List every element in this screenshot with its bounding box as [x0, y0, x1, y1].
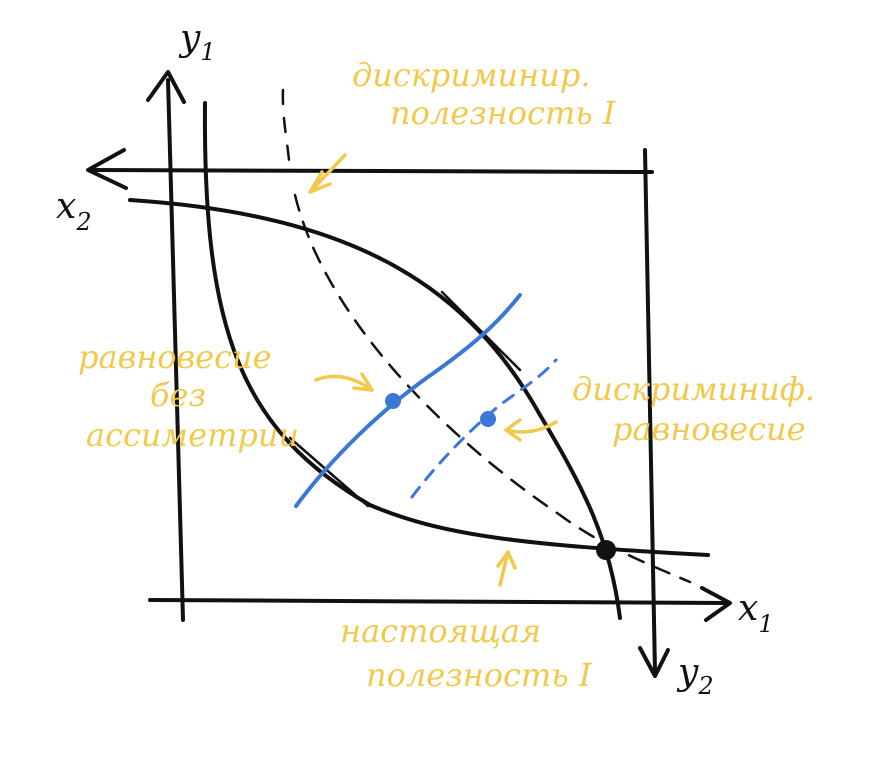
discriminating-equilibrium-label-line2: равновесие	[612, 410, 806, 448]
blue-discriminating-line-dashed	[410, 358, 558, 499]
tangent-line-lower	[288, 436, 370, 508]
endowment-point	[596, 540, 616, 560]
discriminating-utility-label-line1: дискриминир.	[352, 56, 591, 94]
y2-axis	[643, 148, 657, 674]
y1-axis-label: y1	[178, 18, 216, 66]
contract-curve-dashed	[293, 193, 692, 584]
discriminating-utility-curve-dashed	[281, 88, 291, 162]
x1-axis	[148, 598, 730, 605]
y1-axis-arrowhead	[146, 70, 186, 104]
annotation-arrows	[308, 153, 558, 587]
tangent-line-upper	[440, 290, 522, 372]
equilibrium-no-asymmetry-label-line3: ассиметрии	[86, 416, 299, 454]
x1-axis-label: x1	[738, 588, 774, 638]
box-frame	[86, 70, 732, 678]
arrow-to-equilibrium-no-asymmetry	[314, 372, 374, 392]
x2-axis	[88, 168, 654, 174]
true-utility-label-line1: настоящая	[340, 612, 541, 650]
x1-axis-arrowhead	[700, 586, 732, 622]
arrow-to-true-utility	[496, 550, 517, 587]
axis-labels: y1 x2 x1 y2	[56, 18, 774, 700]
curves	[128, 88, 710, 620]
discriminating-equilibrium-point	[480, 411, 496, 427]
blue-equilibrium-line	[294, 293, 522, 508]
indifference-curve-2	[128, 198, 622, 620]
discriminating-utility-label-line2: полезность I	[390, 94, 617, 132]
discriminating-equilibrium-label-line1: дискриминиф.	[572, 370, 815, 408]
points	[385, 393, 616, 560]
x2-axis-arrowhead	[86, 148, 128, 190]
equilibrium-no-asymmetry-label-line1: равновесие	[78, 338, 272, 376]
y2-axis-label: y2	[676, 652, 714, 700]
y2-axis-arrowhead	[638, 646, 670, 678]
arrow-to-discriminating-utility	[308, 153, 347, 194]
x2-axis-label: x2	[56, 186, 92, 236]
equilibrium-no-asymmetry-point	[385, 393, 401, 409]
annotations: дискриминир. полезность I равновесие без…	[78, 56, 815, 694]
arrow-to-discriminating-equilibrium	[504, 418, 558, 442]
true-utility-label-line2: полезность I	[366, 656, 593, 694]
equilibrium-no-asymmetry-label-line2: без	[150, 376, 206, 414]
